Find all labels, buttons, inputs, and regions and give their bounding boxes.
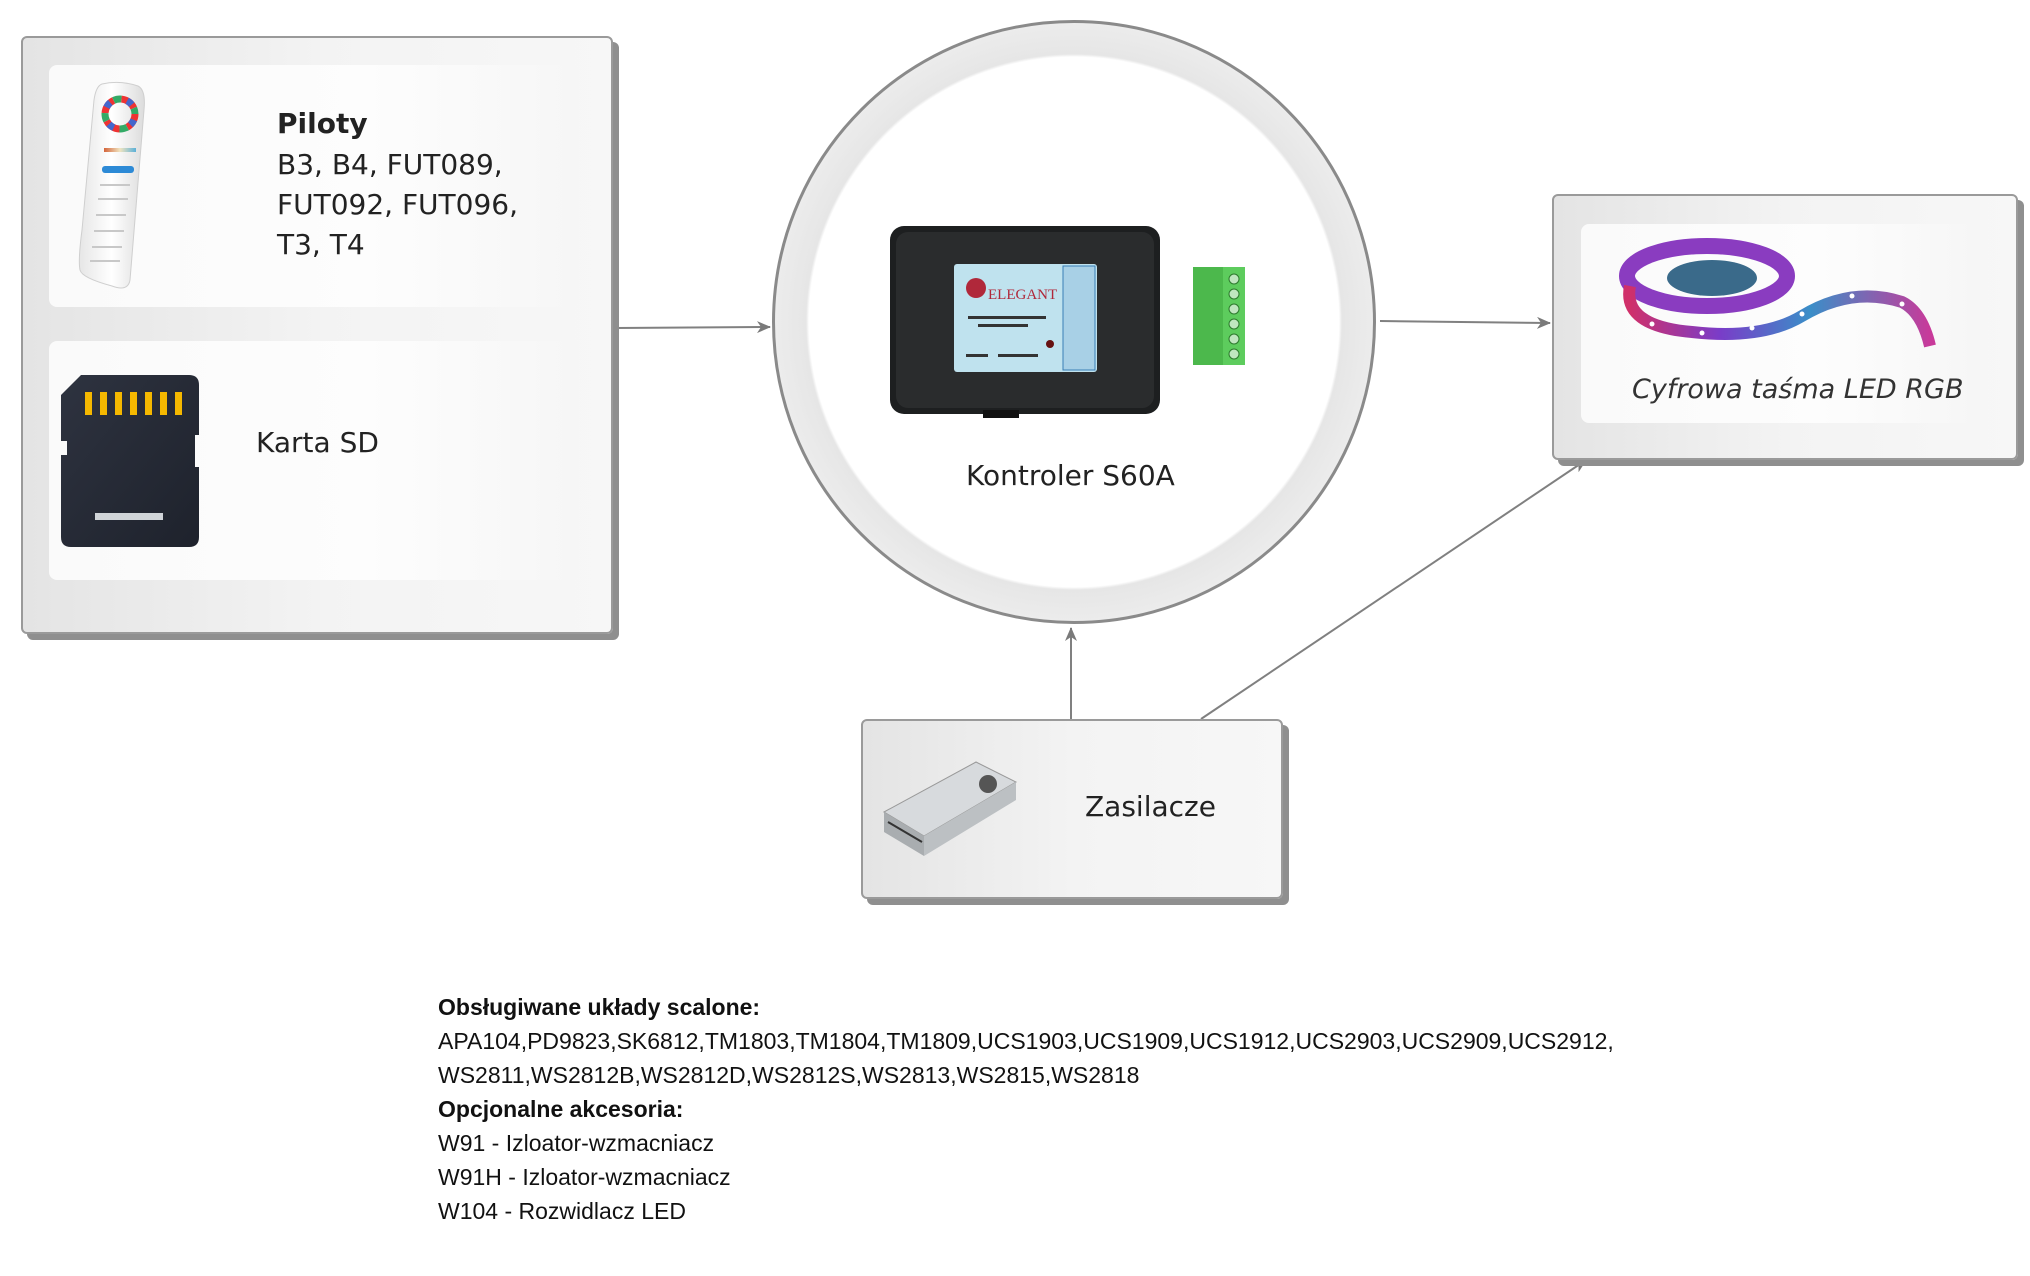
remotes-line-1: B3, B4, FUT089,	[277, 148, 503, 181]
accessories-heading: Opcjonalne akcesoria:	[438, 1096, 684, 1122]
remotes-title: Piloty	[277, 107, 368, 140]
led-strip-image	[1619, 238, 1936, 348]
arrow-inputs-to-controller	[613, 321, 771, 334]
chips-heading: Obsługiwane układy scalone:	[438, 994, 761, 1020]
remotes-line-2: FUT092, FUT096,	[277, 188, 518, 221]
chips-line-2: WS2811,WS2812B,WS2812D,WS2812S,WS2813,WS…	[438, 1062, 1140, 1088]
sd-card-icon	[61, 375, 199, 547]
controller-image: ELEGANT	[890, 226, 1245, 418]
accessory-item: W91 - Izloator-wzmacniacz	[438, 1130, 715, 1156]
remote-control-image	[78, 81, 145, 289]
accessory-item: W104 - Rozwidlacz LED	[438, 1198, 686, 1224]
remotes-line-3: T3, T4	[277, 228, 365, 261]
power-supply-label: Zasilacze	[1085, 790, 1216, 823]
accessory-item: W91H - Izloator-wzmacniacz	[438, 1164, 731, 1190]
arrow-controller-to-led	[1379, 316, 1551, 329]
info-section: Obsługiwane układy scalone: APA104,PD982…	[438, 990, 1614, 1228]
power-supply-image	[882, 761, 1018, 856]
led-strip-label: Cyfrowa taśma LED RGB	[1632, 374, 1964, 405]
controller-logo: ELEGANT	[988, 287, 1057, 303]
chips-line-1: APA104,PD9823,SK6812,TM1803,TM1804,TM180…	[438, 1028, 1614, 1054]
sd-card-label: Karta SD	[256, 426, 379, 459]
controller-label: Kontroler S60A	[966, 459, 1175, 492]
arrow-psu-to-led	[1200, 459, 1587, 720]
